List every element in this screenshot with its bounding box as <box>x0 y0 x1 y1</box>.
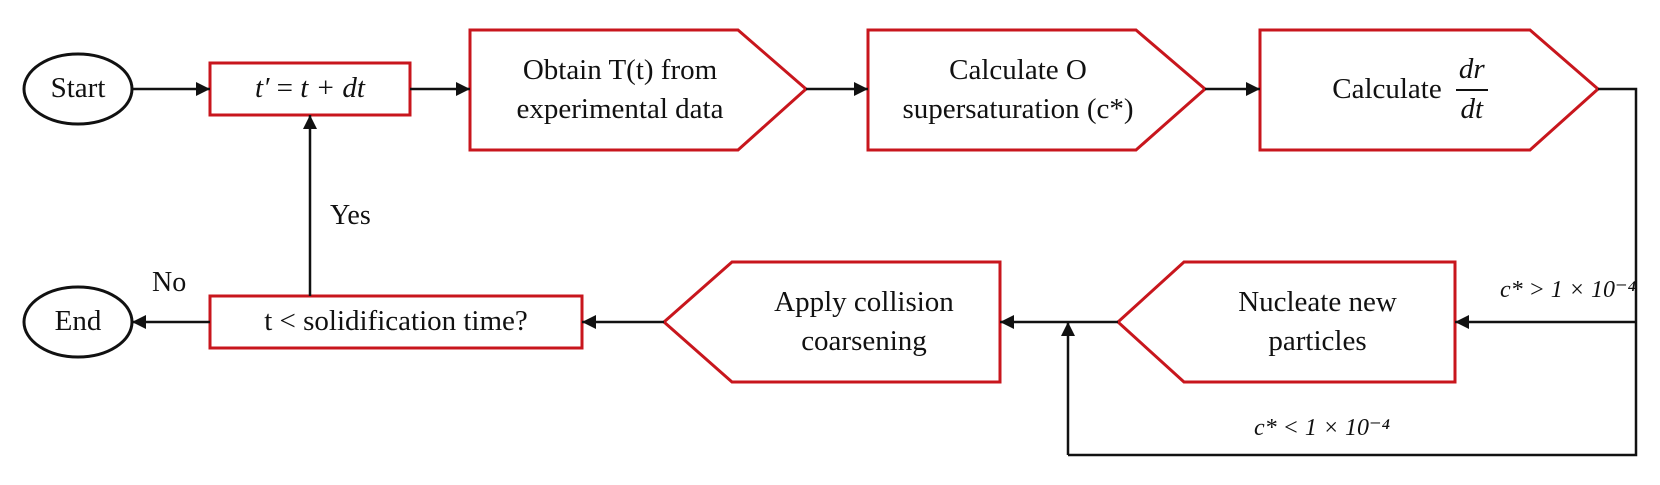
fraction-denominator: dt <box>1460 93 1484 125</box>
time-step-lhs: t′ <box>255 72 270 105</box>
calc-super-line2: supersaturation (c*) <box>902 93 1134 125</box>
obtain-temp-label: Obtain T(t) from experimental data <box>470 30 770 150</box>
start-label: Start <box>24 54 132 124</box>
obtain-temp-box <box>468 28 809 152</box>
collision-label: Apply collision coarsening <box>728 262 1000 382</box>
line-growth-down <box>1068 87 1638 457</box>
collision-line1: Apply collision <box>774 285 954 318</box>
calc-growth-text: Calculate <box>1332 73 1442 106</box>
nucleate-label: Nucleate new particles <box>1180 262 1455 382</box>
yes-label: Yes <box>330 196 390 236</box>
obtain-temp-line2: experimental data <box>516 93 724 125</box>
condition-below-text: c* < 1 × 10⁻⁴ <box>1253 414 1391 441</box>
calc-growth-box <box>1258 28 1601 152</box>
collision-line2: coarsening <box>801 325 927 357</box>
decision-label: t < solidification time? <box>210 296 582 348</box>
end-label: End <box>24 287 132 357</box>
calc-growth-label: Calculate dr dt <box>1260 30 1560 150</box>
yes-text: Yes <box>330 200 371 232</box>
condition-below-label: c* < 1 × 10⁻⁴ <box>1212 410 1432 446</box>
calc-super-line1: Calculate O <box>949 53 1087 86</box>
fraction-numerator: dr <box>1458 53 1485 86</box>
end-text: End <box>54 305 102 338</box>
condition-above-label: c* > 1 × 10⁻⁴ <box>1460 272 1636 308</box>
growth-rate-fraction: dr dt <box>1455 53 1488 126</box>
start-text: Start <box>50 72 106 105</box>
nucleate-line1: Nucleate new <box>1238 285 1397 318</box>
no-text: No <box>152 267 187 299</box>
no-label: No <box>152 263 202 303</box>
obtain-temp-line1: Obtain T(t) from <box>522 53 718 86</box>
calc-super-label: Calculate O supersaturation (c*) <box>868 30 1168 150</box>
time-step-rhs: t + dt <box>300 72 365 105</box>
fraction-bar <box>1455 89 1488 91</box>
nucleate-line2: particles <box>1268 325 1367 357</box>
time-step-eq: = <box>276 72 294 105</box>
decision-text: t < solidification time? <box>264 305 528 338</box>
calc-super-box <box>866 28 1208 152</box>
time-step-label: t′ = t + dt <box>210 63 410 115</box>
condition-above-text: c* > 1 × 10⁻⁴ <box>1499 276 1636 303</box>
